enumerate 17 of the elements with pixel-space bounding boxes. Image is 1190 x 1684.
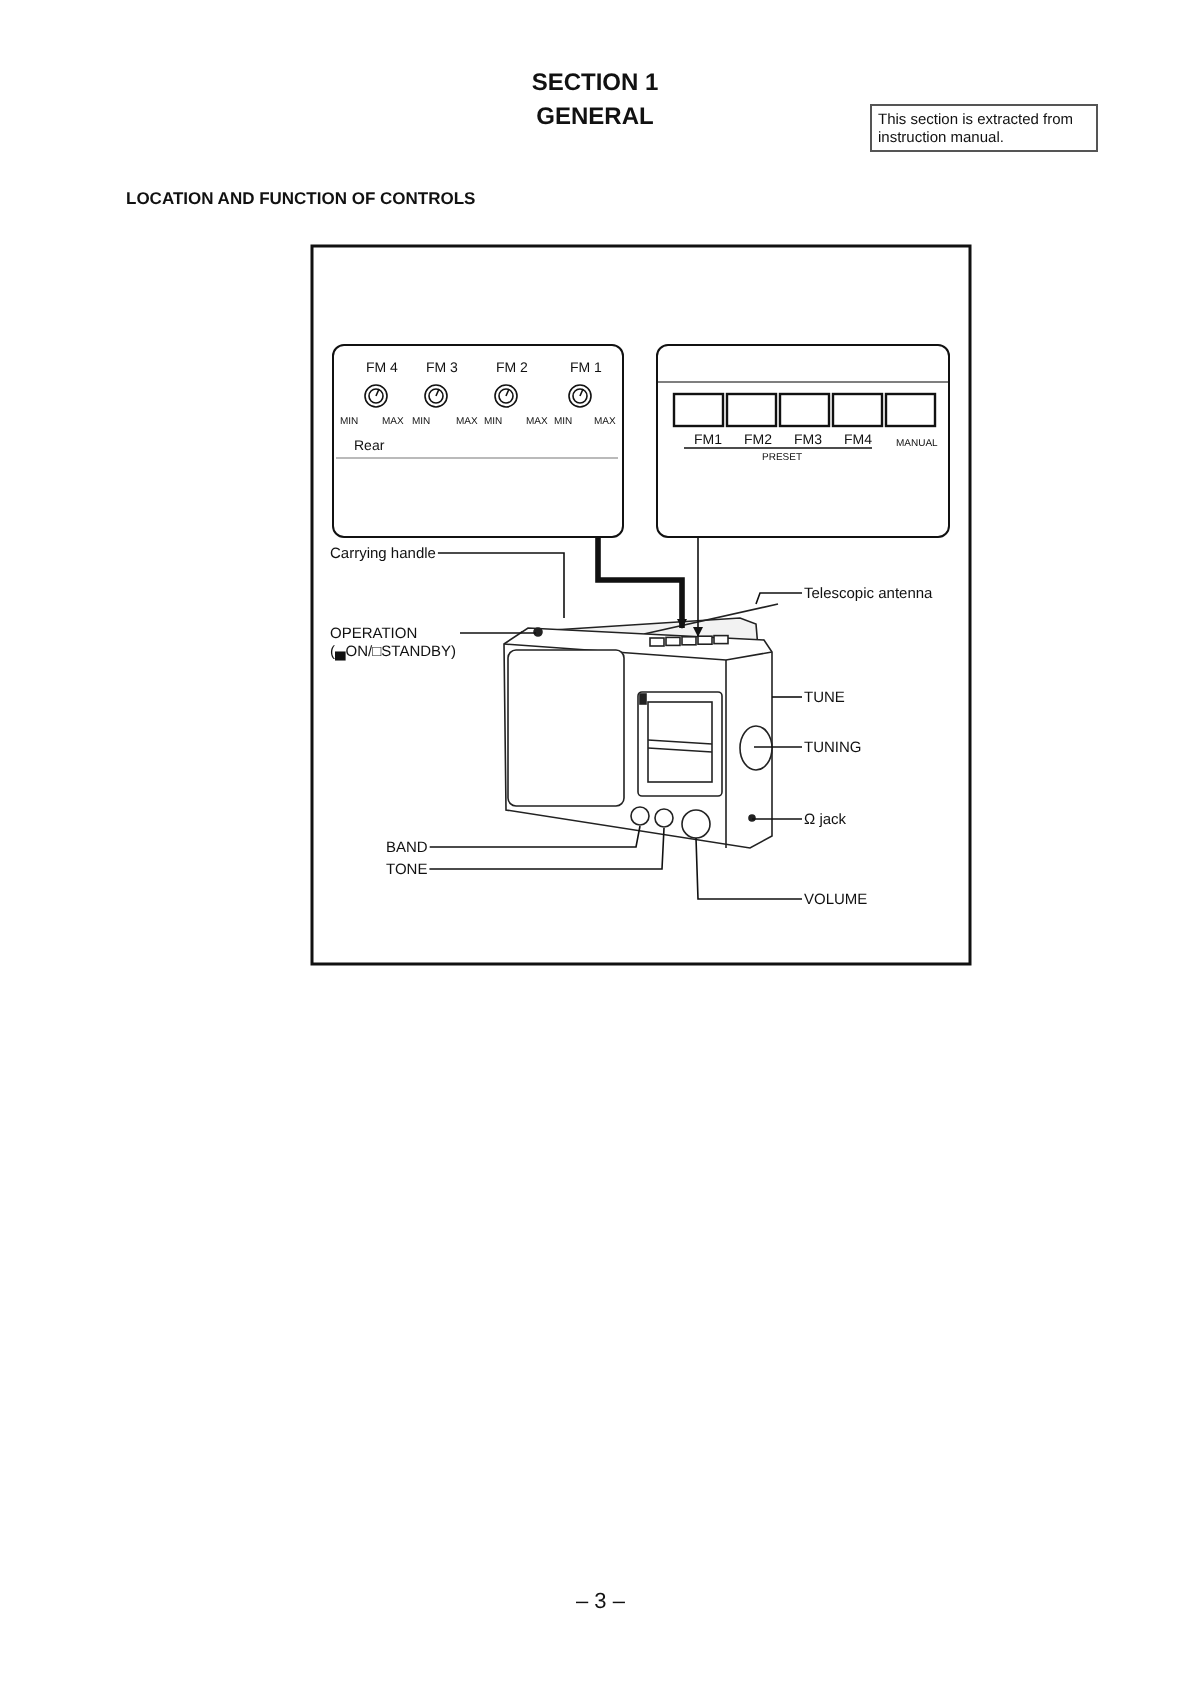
leader-line — [428, 827, 665, 870]
radio-drawing — [503, 603, 779, 849]
leader-line — [428, 825, 641, 848]
arrow — [693, 537, 703, 637]
leader-line — [771, 696, 803, 698]
leader-line — [753, 746, 803, 748]
arrow — [595, 538, 687, 629]
inset-panel — [656, 344, 950, 538]
leader-line — [695, 837, 803, 900]
leader-line — [751, 818, 803, 820]
page-number: – 3 – — [576, 1590, 625, 1614]
leader-line — [755, 592, 803, 605]
inset-panel — [332, 344, 624, 538]
section-title: SECTION 1 GENERAL — [529, 66, 661, 134]
section-heading: LOCATION AND FUNCTION OF CONTROLS — [126, 188, 476, 208]
leader-line — [459, 632, 537, 634]
leader-line — [437, 552, 565, 619]
